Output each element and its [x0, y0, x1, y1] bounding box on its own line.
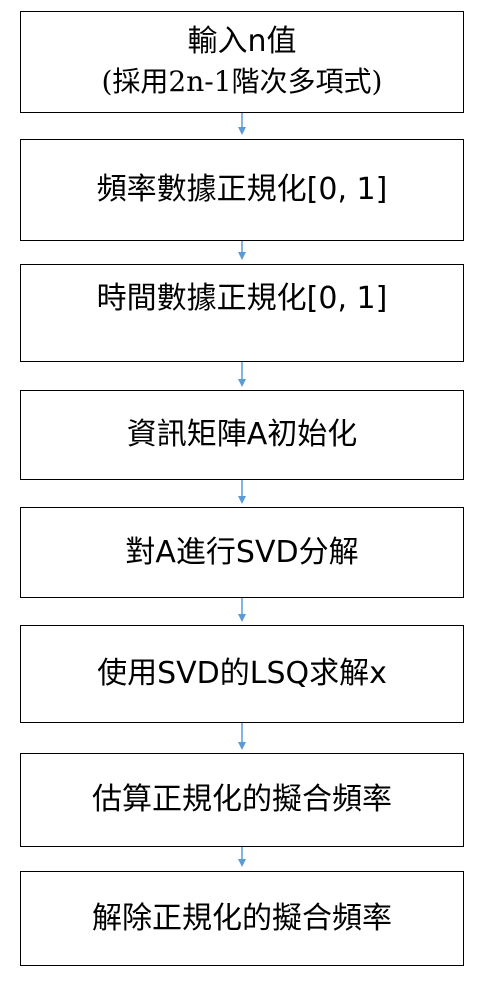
flow-step-normalize-time: 時間數據正規化[0, 1] [20, 264, 464, 362]
flow-step-estimate-fit-label: 估算正規化的擬合頻率 [92, 782, 392, 817]
flow-step-normalize-frequency-label: 頻率數據正規化[0, 1] [96, 172, 388, 207]
flow-step-normalize-frequency: 頻率數據正規化[0, 1] [20, 139, 464, 241]
flow-step-lsq-solve: 使用SVD的LSQ求解x [20, 625, 464, 723]
flow-step-input-n: 輸入n值 (採用2n-1階次多項式) [20, 11, 464, 113]
flow-step-init-matrix-label: 資訊矩陣A初始化 [126, 417, 358, 452]
flow-step-estimate-fit: 估算正規化的擬合頻率 [20, 753, 464, 847]
flow-step-normalize-time-label: 時間數據正規化[0, 1] [96, 281, 388, 316]
flow-step-svd-decompose-label: 對A進行SVD分解 [125, 534, 359, 570]
flow-step-lsq-solve-label: 使用SVD的LSQ求解x [97, 656, 387, 691]
flow-step-denormalize-fit: 解除正規化的擬合頻率 [20, 871, 464, 966]
flow-step-input-n-sublabel: (採用2n-1階次多項式) [101, 65, 383, 98]
flow-step-input-n-label: 輸入n值 [187, 24, 297, 59]
flow-step-svd-decompose: 對A進行SVD分解 [20, 507, 464, 598]
flow-step-denormalize-fit-label: 解除正規化的擬合頻率 [92, 900, 392, 936]
flow-step-init-matrix: 資訊矩陣A初始化 [20, 390, 464, 480]
